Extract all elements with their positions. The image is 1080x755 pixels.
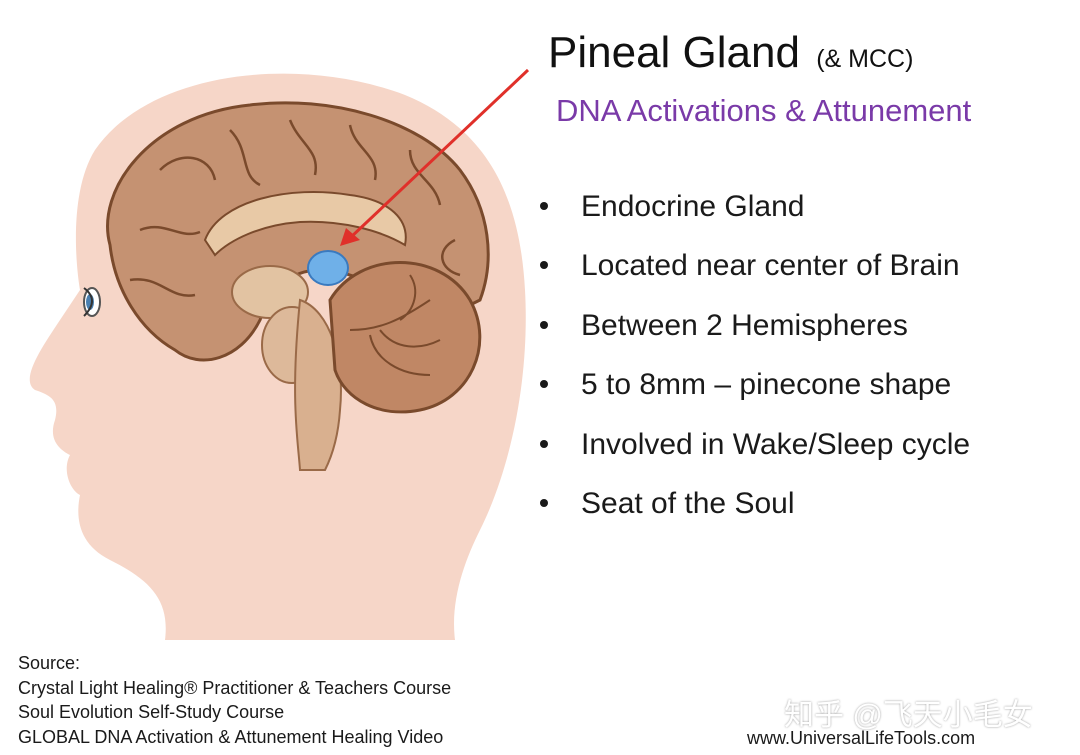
source-line: GLOBAL DNA Activation & Attunement Heali… <box>18 726 444 747</box>
source-line: Crystal Light Healing® Practitioner & Te… <box>18 677 452 698</box>
bullet-item: Endocrine Gland <box>540 184 970 243</box>
bullet-dot-icon <box>540 439 548 448</box>
bullet-dot-icon <box>540 320 548 329</box>
bullet-dot-icon <box>540 202 548 210</box>
bullet-item: 5 to 8mm – pinecone shape <box>540 362 970 421</box>
bullet-text: Between 2 Hemispheres <box>581 308 908 342</box>
title-main: Pineal Gland <box>548 28 800 77</box>
brain-folds <box>129 119 461 297</box>
bullet-text: 5 to 8mm – pinecone shape <box>581 368 952 402</box>
pointer-arrow <box>340 68 530 246</box>
bullet-dot-icon <box>540 261 548 270</box>
bullet-dot-icon <box>540 498 548 507</box>
bullet-item: Located near center of Brain <box>540 243 970 302</box>
bullet-text: Seat of the Soul <box>581 486 795 520</box>
website-url: www.UniversalLifeTools.com <box>747 728 976 748</box>
bullet-text: Located near center of Brain <box>581 249 960 283</box>
source-line: Soul Evolution Self-Study Course <box>18 702 285 722</box>
corpus-callosum <box>203 191 407 257</box>
pineal-gland <box>307 250 349 286</box>
source-heading: Source: <box>18 653 81 673</box>
bullet-item: Between 2 Hemispheres <box>540 303 970 362</box>
watermark: 知乎 @飞天小毛女 <box>784 699 1033 732</box>
bullet-item: Seat of the Soul <box>540 481 970 540</box>
bullet-text: Endocrine Gland <box>581 190 805 223</box>
page-subtitle: DNA Activations & Attunement <box>556 93 972 128</box>
cerebellum <box>328 261 482 414</box>
bullet-text: Involved in Wake/Sleep cycle <box>581 427 971 461</box>
bullet-item: Involved in Wake/Sleep cycle <box>540 422 970 481</box>
cerebellum-branches <box>349 274 441 376</box>
source-block: Source: Crystal Light Healing® Practitio… <box>18 651 451 749</box>
eye-icon <box>83 287 101 317</box>
bullet-list: Endocrine Gland Located near center of B… <box>540 184 970 540</box>
bullet-dot-icon <box>540 380 548 389</box>
title-suffix: (& MCC) <box>816 45 914 73</box>
page-title: Pineal Gland (& MCC) <box>548 28 913 84</box>
